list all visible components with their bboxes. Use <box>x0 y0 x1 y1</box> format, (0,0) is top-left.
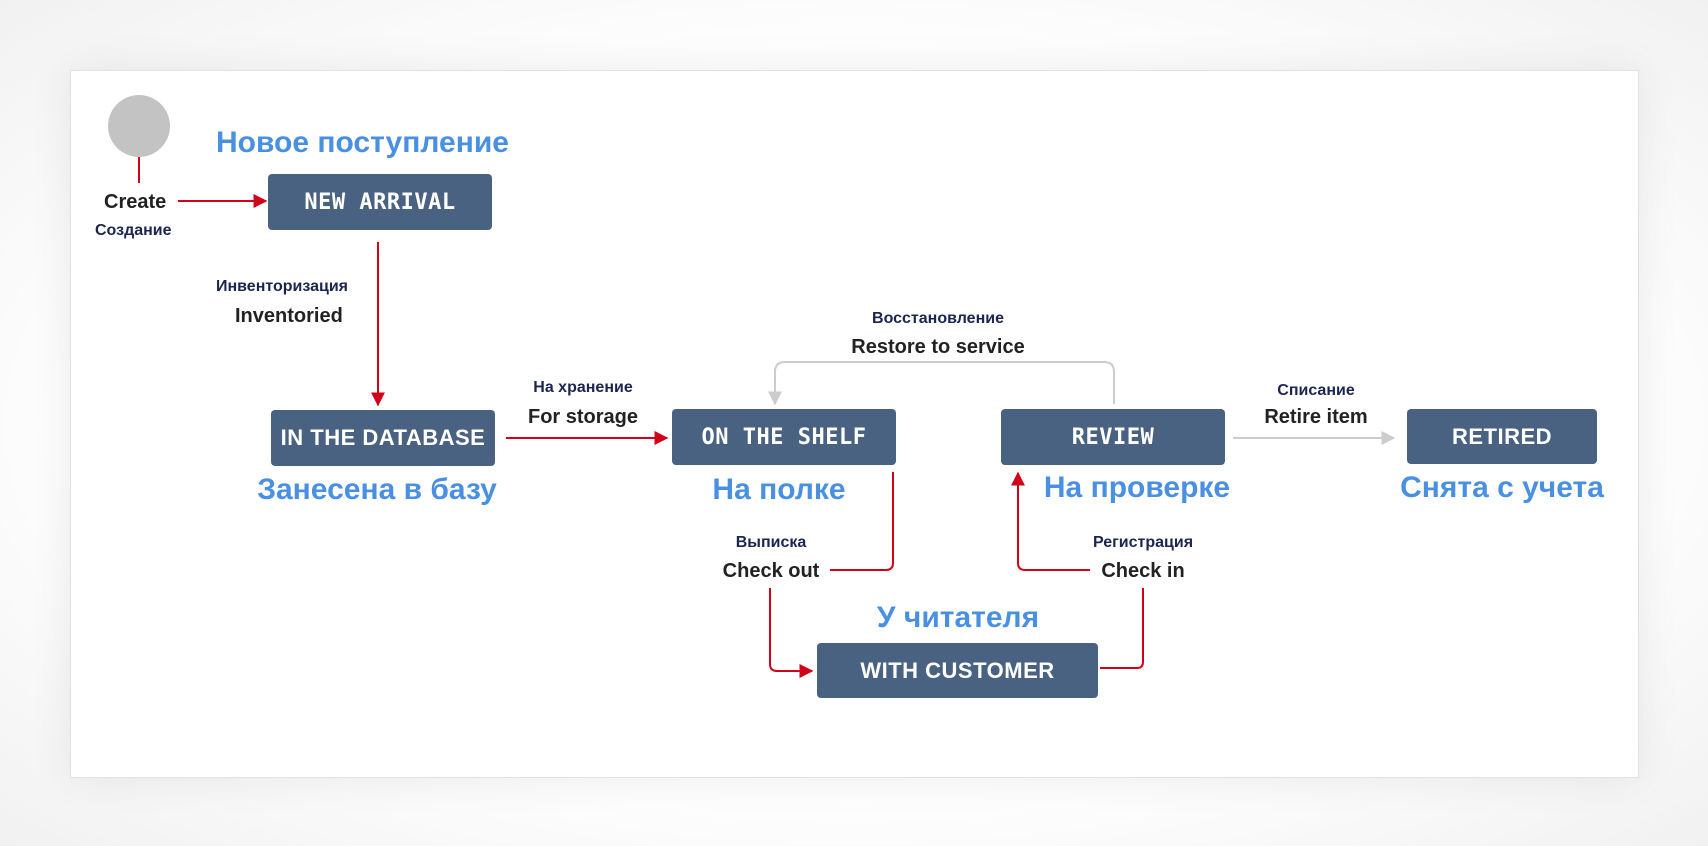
title-retired: Снята с учета <box>1400 471 1604 504</box>
title-in-the-database: Занесена в базу <box>257 473 497 506</box>
label-check-in-ru: Регистрация <box>1092 534 1194 551</box>
check-out-arrow <box>769 588 814 678</box>
check-in-arrow <box>1011 471 1090 571</box>
label-inventoried-ru: Инвенторизация <box>216 278 349 295</box>
label-restore-ru: Восстановление <box>872 310 1004 327</box>
label-restore-en: Restore to service <box>851 336 1025 358</box>
title-new-arrival: Новое поступление <box>216 126 509 159</box>
label-check-out-ru: Выписка <box>735 534 807 551</box>
title-on-the-shelf: На полке <box>712 473 846 506</box>
label-check-in-en: Check in <box>1101 560 1185 582</box>
state-new-arrival: NEW ARRIVAL <box>268 174 492 230</box>
label-inventoried-en: Inventoried <box>235 305 343 327</box>
label-retire-ru: Списание <box>1277 382 1355 399</box>
restore-arrow <box>768 361 1115 406</box>
title-review: На проверке <box>1043 471 1231 504</box>
state-with-customer: WITH CUSTOMER <box>817 643 1098 698</box>
label-create-en: Create <box>104 191 167 213</box>
state-on-the-shelf: ON THE SHELF <box>672 409 896 465</box>
check-out-connector <box>830 472 894 571</box>
label-for-storage-ru: На хранение <box>533 379 633 396</box>
check-in-connector <box>1100 588 1144 669</box>
label-retire-en: Retire item <box>1264 406 1368 428</box>
state-in-the-database: IN THE DATABASE <box>271 410 495 466</box>
title-with-customer: У читателя <box>876 601 1040 634</box>
label-for-storage-en: For storage <box>527 406 639 428</box>
state-retired: RETIRED <box>1407 409 1597 464</box>
label-create-ru: Создание <box>95 222 172 239</box>
state-review: REVIEW <box>1001 409 1225 465</box>
label-check-out-en: Check out <box>722 560 820 582</box>
start-node <box>108 95 170 157</box>
